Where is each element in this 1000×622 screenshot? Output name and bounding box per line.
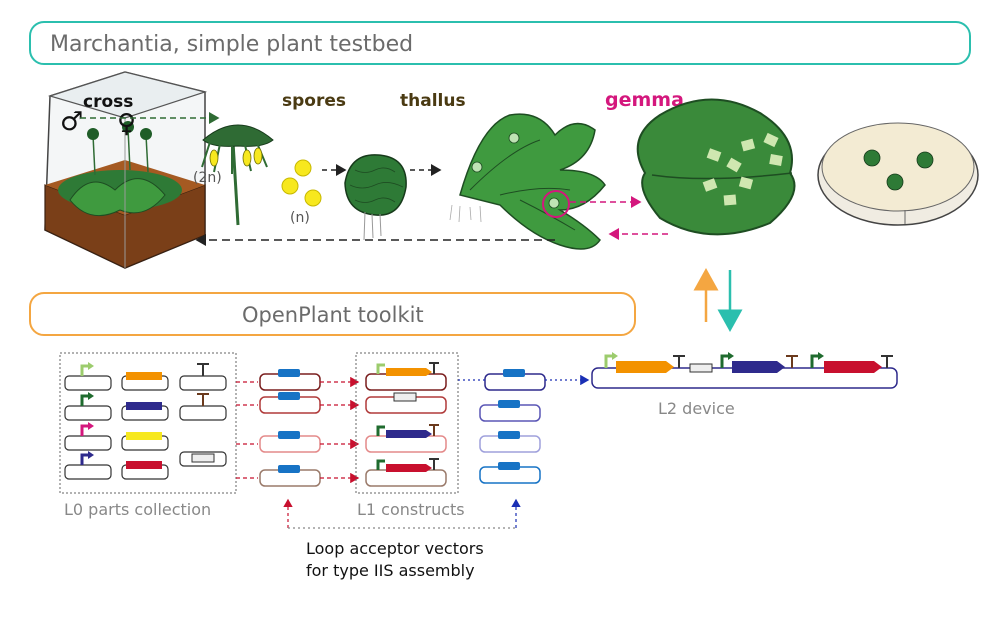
female-symbol: ♀ bbox=[117, 109, 136, 139]
thallus-illustration bbox=[449, 113, 606, 250]
title-frame: Marchantia, simple plant testbed bbox=[29, 21, 971, 65]
sporophyte-illustration bbox=[201, 124, 274, 226]
l1-acceptor-vectors bbox=[259, 369, 321, 487]
l1-constructs bbox=[365, 362, 447, 487]
spores-label: spores bbox=[282, 91, 346, 111]
sporeling-illustration bbox=[344, 154, 407, 241]
loop-acceptor-bracket bbox=[283, 498, 521, 529]
l0-label: L0 parts collection bbox=[64, 500, 211, 519]
loop-vectors-line2: for type IIS assembly bbox=[306, 561, 475, 580]
l2-label: L2 device bbox=[658, 399, 735, 418]
l1-group-box bbox=[355, 352, 459, 494]
gemma-label: gemma bbox=[605, 89, 684, 111]
toolkit-frame: OpenPlant toolkit bbox=[29, 292, 636, 336]
page-title: Marchantia, simple plant testbed bbox=[50, 32, 413, 57]
l0-parts bbox=[64, 362, 227, 480]
diploid-label: (2n) bbox=[193, 170, 222, 186]
petri-dish-illustration bbox=[817, 122, 979, 226]
l2-acceptor-vectors bbox=[479, 369, 546, 484]
loop-vectors-line1: Loop acceptor vectors bbox=[306, 539, 484, 558]
l2-device bbox=[591, 352, 898, 389]
l0-group-box bbox=[59, 352, 237, 494]
growth-box-illustration bbox=[44, 71, 208, 269]
cross-label: cross bbox=[83, 92, 133, 112]
l1-label: L1 constructs bbox=[357, 500, 465, 519]
spores-illustration bbox=[281, 159, 322, 207]
haploid-label: (n) bbox=[290, 210, 310, 226]
gemma-illustration bbox=[636, 98, 796, 236]
thallus-label: thallus bbox=[400, 91, 466, 111]
male-symbol: ♂ bbox=[60, 107, 83, 137]
l0-to-l1-arrows bbox=[236, 376, 360, 484]
toolkit-title: OpenPlant toolkit bbox=[242, 303, 424, 327]
